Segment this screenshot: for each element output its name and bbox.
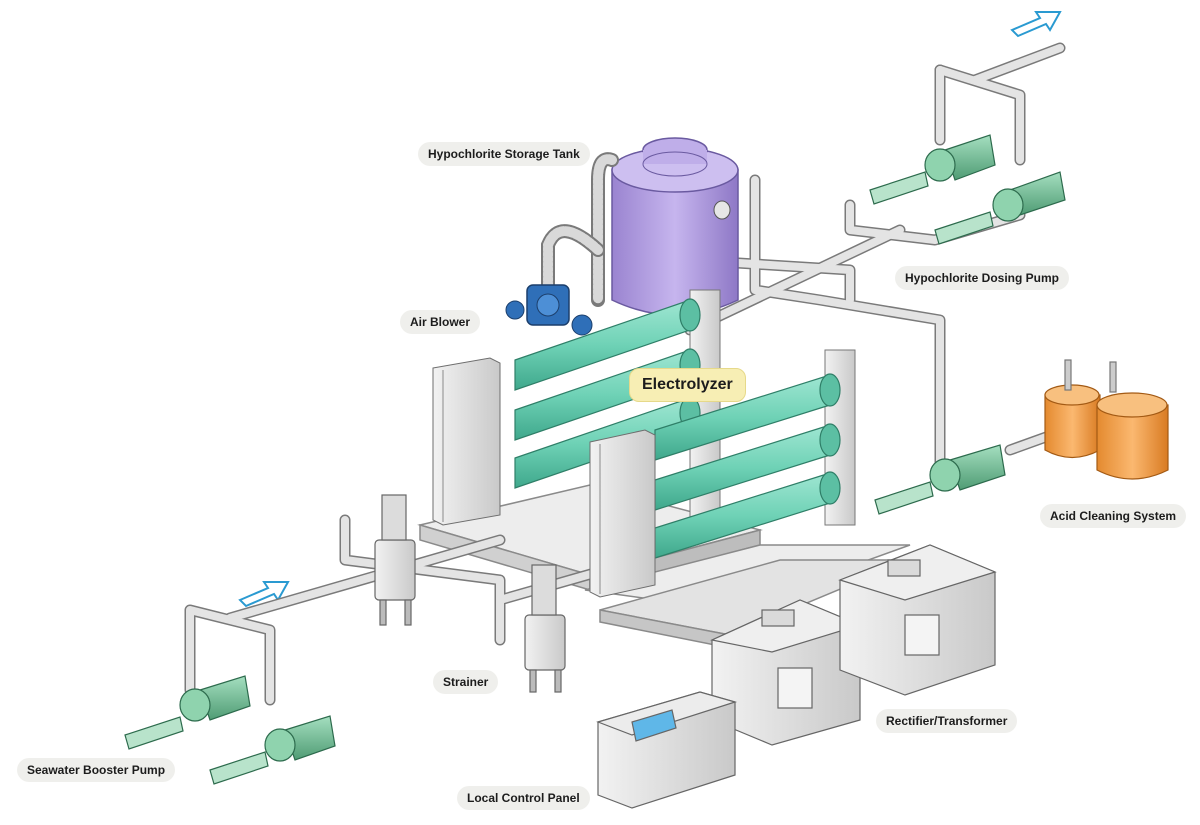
- seawater-booster-pumps: [124, 675, 336, 785]
- inlet-flow-arrow-icon: [238, 581, 290, 608]
- air-duct-hose: [541, 152, 619, 307]
- local-control-panel: [596, 691, 738, 809]
- label-hypochlorite-dosing-pump: Hypochlorite Dosing Pump: [895, 266, 1070, 290]
- acid-circulation-pump: [874, 444, 1006, 515]
- label-air-blower: Air Blower: [400, 310, 481, 334]
- label-acid-cleaning-system: Acid Cleaning System: [1040, 504, 1187, 528]
- label-local-control-panel: Local Control Panel: [457, 786, 590, 810]
- label-strainer: Strainer: [433, 670, 499, 694]
- strainer: [374, 494, 566, 693]
- hypochlorite-storage-tank: [611, 137, 739, 316]
- label-electrolyzer: Electrolyzer: [629, 368, 746, 402]
- label-seawater-booster-pump: Seawater Booster Pump: [17, 758, 176, 782]
- label-hypochlorite-storage-tank: Hypochlorite Storage Tank: [418, 142, 590, 166]
- label-rectifier-transformer: Rectifier/Transformer: [876, 709, 1018, 733]
- electrolyzer-cells: [432, 289, 856, 598]
- rectifier-transformer: [710, 544, 997, 746]
- hypochlorite-dosing-pumps: [869, 134, 1066, 245]
- outlet-flow-arrow-icon: [1010, 11, 1062, 38]
- acid-cleaning-tanks: [1044, 359, 1169, 480]
- air-blower: [505, 284, 593, 336]
